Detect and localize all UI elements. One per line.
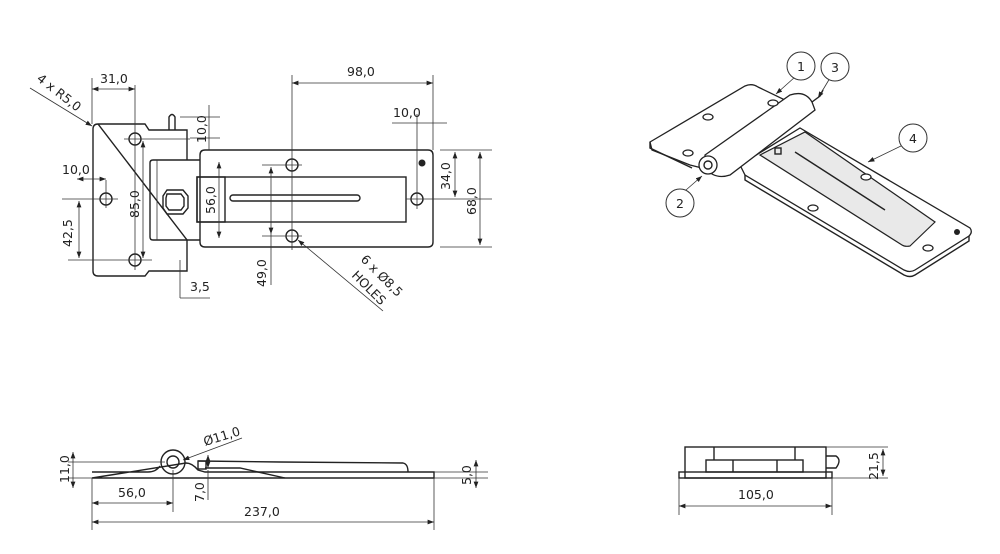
svg-text:3: 3 <box>831 60 839 75</box>
right-leaf-outline <box>199 149 434 248</box>
dim-237: 237,0 <box>244 504 280 519</box>
dim-3-5: 3,5 <box>190 279 210 294</box>
dim-5: 5,0 <box>459 465 474 485</box>
radius-note: 4 x R5,0 <box>34 71 84 115</box>
dim-dia-11: Ø11,0 <box>201 423 241 448</box>
top-view: 31,0 98,0 10,0 10,0 10,0 85,0 42,5 56,0 … <box>29 64 492 312</box>
isometric-view: 1 3 4 2 <box>649 51 972 278</box>
strap-iso <box>758 131 936 247</box>
balloon-2: 2 <box>665 188 695 218</box>
knuckle-outline <box>149 159 200 241</box>
hinge-pin <box>168 113 176 130</box>
side-view: 11,0 56,0 237,0 Ø11,0 7,0 5,0 <box>57 423 488 530</box>
dim-85: 85,0 <box>127 190 142 218</box>
balloon-3: 3 <box>820 52 850 82</box>
slot <box>229 194 361 202</box>
dim-31: 31,0 <box>100 71 128 86</box>
svg-text:2: 2 <box>676 196 684 211</box>
balloon-4: 4 <box>898 123 928 153</box>
dim-10-pin: 10,0 <box>194 115 209 143</box>
left-leaf-outline <box>92 123 188 277</box>
dim-98: 98,0 <box>347 64 375 79</box>
dim-10-left: 10,0 <box>62 162 90 177</box>
dim-56-side: 56,0 <box>118 485 146 500</box>
dim-56: 56,0 <box>203 186 218 214</box>
mounting-holes <box>99 132 426 267</box>
dim-68: 68,0 <box>464 187 479 215</box>
dim-11: 11,0 <box>57 455 72 483</box>
svg-text:4: 4 <box>909 131 917 146</box>
dim-34: 34,0 <box>438 162 453 190</box>
dim-49: 49,0 <box>254 259 269 287</box>
raised-strap <box>196 176 407 223</box>
end-view: 105,0 21,5 <box>678 446 888 515</box>
dim-21-5: 21,5 <box>866 452 881 480</box>
latch-icon <box>162 189 189 215</box>
dim-42-5: 42,5 <box>60 219 75 247</box>
dim-7: 7,0 <box>192 482 207 502</box>
svg-text:1: 1 <box>797 59 805 74</box>
dim-10-right: 10,0 <box>393 105 421 120</box>
dim-105: 105,0 <box>738 487 774 502</box>
balloon-1: 1 <box>786 51 816 81</box>
